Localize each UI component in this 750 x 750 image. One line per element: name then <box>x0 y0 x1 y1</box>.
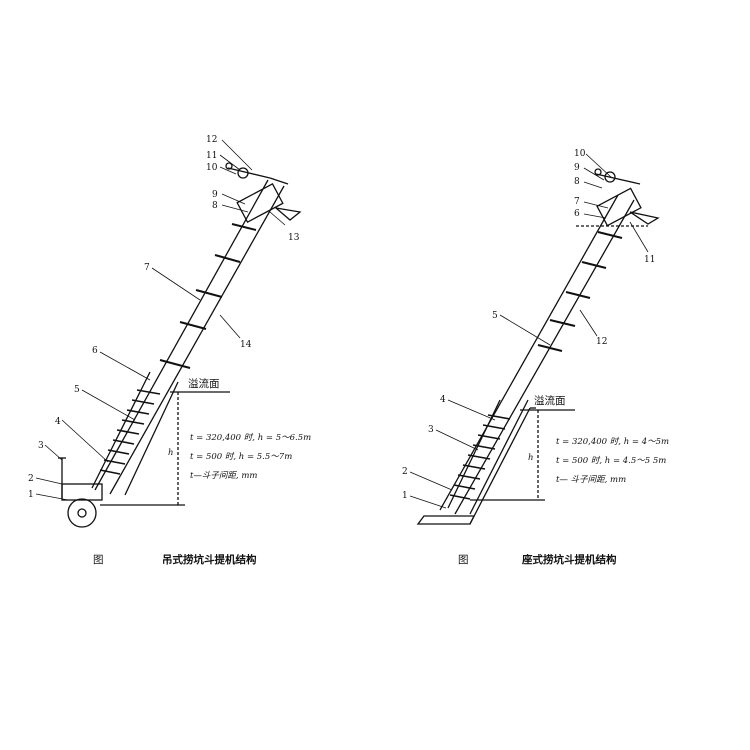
part-label: 12 <box>596 337 607 347</box>
part-label: 14 <box>240 340 252 350</box>
part-label: 1 <box>28 490 34 500</box>
part-label: 12 <box>206 135 217 145</box>
tail-wheel <box>67 498 97 528</box>
hanging-annotations: 溢流面 h t = 320,400 时, h = 5～6.5m t = 500 … <box>168 377 311 481</box>
seated-elevator-figure <box>409 153 660 525</box>
leader-lines <box>409 153 649 509</box>
head-sprocket <box>604 171 616 183</box>
part-label: 2 <box>402 467 408 477</box>
part-label: 6 <box>574 209 580 219</box>
foot-section <box>416 407 536 525</box>
part-label: 3 <box>428 425 434 435</box>
part-label: 4 <box>440 395 446 405</box>
part-label: 1 <box>402 491 408 501</box>
caption-title: 座式捞坑斗提机结构 <box>521 553 617 566</box>
casing-right-edge <box>454 199 635 515</box>
part-label: 11 <box>644 255 655 265</box>
note-line: t = 500 时, h = 5.5～7m <box>190 451 292 462</box>
note-line: t = 320,400 时, h = 4～5m <box>556 436 669 447</box>
foot-section <box>58 457 103 528</box>
part-label: 2 <box>28 474 34 484</box>
hanging-caption: 图 吊式捞坑斗提机结构 <box>93 553 257 566</box>
bucket-chain <box>449 414 511 500</box>
part-label: 5 <box>492 311 498 321</box>
note-line: t = 500 时, h = 4.5～5 5m <box>556 455 666 466</box>
note-line: t = 320,400 时, h = 5～6.5m <box>190 432 311 443</box>
part-label: 4 <box>55 417 61 427</box>
casing-joints <box>159 223 257 369</box>
seated-annotations: 溢流面 h t = 320,400 时, h = 4～5m t = 500 时,… <box>528 394 669 485</box>
lower-section-right <box>469 399 529 515</box>
part-label: 5 <box>74 385 80 395</box>
part-label: 7 <box>144 263 150 273</box>
head-section <box>576 168 660 227</box>
overflow-label: 溢流面 <box>534 394 566 407</box>
part-label: 3 <box>38 441 44 451</box>
part-label: 8 <box>212 201 218 211</box>
lower-section-right <box>124 381 179 496</box>
lower-section-left <box>447 399 501 509</box>
bucket-chain <box>99 389 161 475</box>
part-label: 8 <box>574 177 580 187</box>
height-label: h <box>528 453 533 463</box>
casing-joints <box>537 231 623 352</box>
seated-part-labels: 10 9 8 7 6 11 5 12 4 3 2 1 <box>402 149 655 501</box>
casing-right-edge <box>109 185 285 495</box>
overflow-label: 溢流面 <box>188 377 220 390</box>
leader-lines <box>35 139 286 501</box>
part-label: 7 <box>574 197 580 207</box>
height-label: h <box>168 448 173 458</box>
caption-prefix: 图 <box>93 554 104 566</box>
part-label: 9 <box>212 190 218 200</box>
hanging-part-labels: 12 11 10 9 8 13 7 14 6 5 4 3 2 1 <box>28 135 300 500</box>
note-line: t— 斗子间距, mm <box>556 474 626 485</box>
casing-left-edge <box>94 179 269 491</box>
note-line: t—斗子间距, mm <box>190 470 257 481</box>
seated-caption: 图 座式捞坑斗提机结构 <box>458 553 617 566</box>
caption-prefix: 图 <box>458 554 469 566</box>
part-label: 10 <box>574 149 586 159</box>
head-section <box>225 162 302 223</box>
part-label: 11 <box>206 151 217 161</box>
caption-title: 吊式捞坑斗提机结构 <box>162 553 257 566</box>
part-label: 6 <box>92 346 98 356</box>
hanging-elevator-figure <box>35 139 302 528</box>
part-label: 10 <box>206 163 218 173</box>
part-label: 13 <box>288 233 300 243</box>
casing-left-edge <box>439 194 619 511</box>
part-label: 9 <box>574 163 580 173</box>
